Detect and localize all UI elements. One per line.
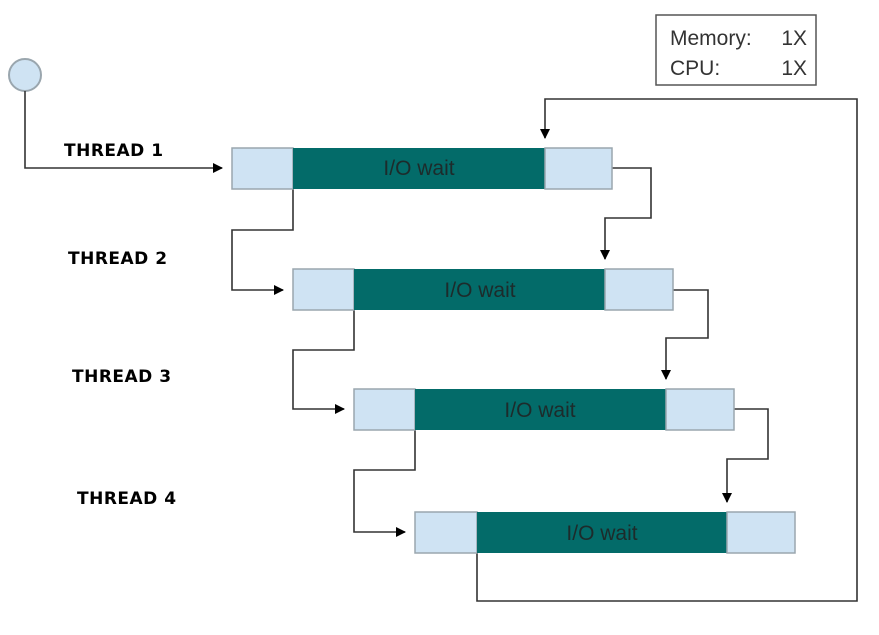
io-wait-segment	[354, 269, 605, 310]
connector-thread-1-to-thread-2	[231, 189, 294, 295]
connector-thread-3-to-thread-4	[353, 430, 416, 537]
thread-label: THREAD 3	[72, 367, 172, 387]
cpu-segment-end	[544, 147, 613, 190]
io-wait-label: I/O wait	[383, 157, 454, 180]
legend-cpu-label: CPU:	[670, 57, 720, 80]
thread-2: THREAD 2 I/O wait	[68, 249, 674, 311]
legend-cpu-value: 1X	[781, 57, 807, 80]
io-wait-segment	[293, 148, 545, 189]
resource-legend: Memory: 1X CPU: 1X	[655, 14, 817, 86]
cpu-segment-start	[353, 388, 416, 431]
connector-start-to-thread-1	[24, 91, 223, 173]
cpu-segment-start	[414, 511, 478, 554]
thread-label: THREAD 1	[64, 141, 164, 161]
io-wait-label: I/O wait	[566, 522, 637, 545]
thread-3: THREAD 3 I/O wait	[72, 367, 735, 431]
cpu-segment-start	[231, 147, 294, 190]
connector-thread-3-end-to-thread-4-resume	[722, 408, 769, 503]
cpu-segment-start	[292, 268, 355, 311]
io-wait-label: I/O wait	[444, 279, 515, 302]
legend-box	[655, 14, 817, 86]
thread-label: THREAD 2	[68, 249, 168, 269]
io-wait-segment	[415, 389, 666, 430]
start-node	[8, 58, 42, 92]
cpu-segment-end	[665, 388, 735, 431]
io-wait-label: I/O wait	[504, 399, 575, 422]
cpu-segment-end	[604, 268, 674, 311]
connectors	[24, 91, 858, 602]
thread-4: THREAD 4 I/O wait	[77, 489, 796, 554]
cpu-segment-end	[726, 511, 796, 554]
connector-thread-2-to-thread-3	[292, 310, 355, 414]
connector-thread-4-loop-to-thread-1-resume	[476, 98, 858, 602]
legend-memory-label: Memory:	[670, 27, 752, 50]
thread-1: THREAD 1 I/O wait	[64, 141, 613, 190]
thread-label: THREAD 4	[77, 489, 177, 509]
io-wait-segment	[477, 512, 727, 553]
connector-thread-1-end-to-thread-2-resume	[600, 167, 652, 260]
legend-memory-value: 1X	[781, 27, 807, 50]
connector-thread-2-end-to-thread-3-resume	[661, 289, 709, 380]
